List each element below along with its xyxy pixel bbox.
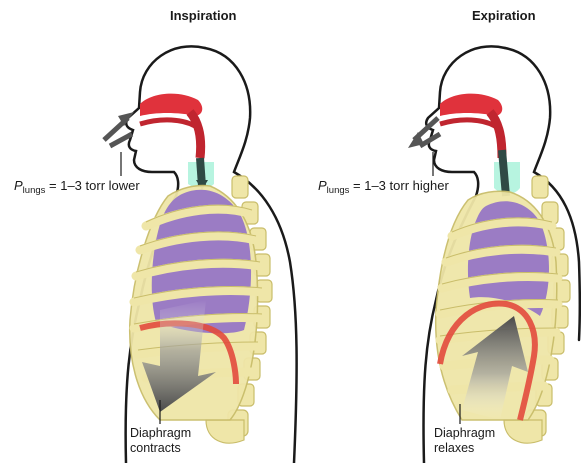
panel-title-expiration: Expiration: [472, 8, 536, 23]
panel-title-inspiration: Inspiration: [170, 8, 236, 23]
caption-line: Diaphragm: [130, 426, 191, 441]
pharynx: [190, 112, 201, 158]
caption-line: Diaphragm: [434, 426, 495, 441]
pressure-symbol: P: [14, 178, 23, 193]
pressure-label-expiration: Plungs = 1–3 torr higher: [318, 178, 449, 193]
inspiration-figure: [104, 46, 297, 463]
pressure-subscript: lungs: [23, 185, 46, 196]
caption-inspiration: Diaphragm contracts: [130, 426, 191, 456]
oral-airway: [440, 120, 498, 128]
pressure-value: = 1–3 torr lower: [49, 178, 140, 193]
caption-line: relaxes: [434, 441, 495, 456]
pressure-symbol: P: [318, 178, 327, 193]
pressure-value: = 1–3 torr higher: [353, 178, 449, 193]
expiration-figure: [408, 46, 580, 463]
oral-airway: [140, 120, 198, 128]
pressure-subscript: lungs: [327, 185, 350, 196]
caption-expiration: Diaphragm relaxes: [434, 426, 495, 456]
caption-line: contracts: [130, 441, 191, 456]
pressure-label-inspiration: Plungs = 1–3 torr lower: [14, 178, 140, 193]
trachea: [502, 150, 506, 196]
